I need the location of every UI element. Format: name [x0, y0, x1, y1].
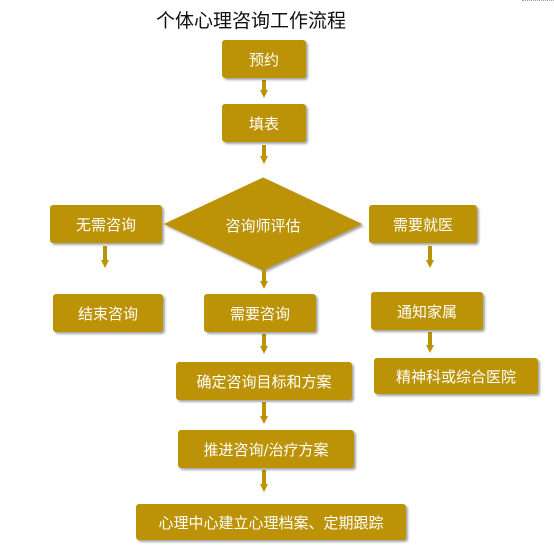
set-goals-node: 确定咨询目标和方案	[176, 362, 352, 400]
need-medical-node: 需要就医	[369, 205, 477, 243]
page-corner-mark	[522, 0, 554, 5]
hospital-node: 精神科或综合医院	[374, 358, 538, 394]
appointment-node: 预约	[222, 40, 306, 78]
fill-form-node: 填表	[222, 104, 306, 142]
notify-family-node: 通知家属	[371, 292, 483, 330]
archive-node: 心理中心建立心理档案、定期跟踪	[136, 504, 406, 540]
need-consult-node: 需要咨询	[204, 294, 316, 332]
end-consult-node: 结束咨询	[53, 294, 163, 332]
assessment-label: 咨询师评估	[225, 216, 301, 235]
no-need-node: 无需咨询	[50, 205, 162, 243]
advance-plan-node: 推进咨询/治疗方案	[178, 430, 354, 468]
diagram-title: 个体心理咨询工作流程	[156, 10, 347, 32]
